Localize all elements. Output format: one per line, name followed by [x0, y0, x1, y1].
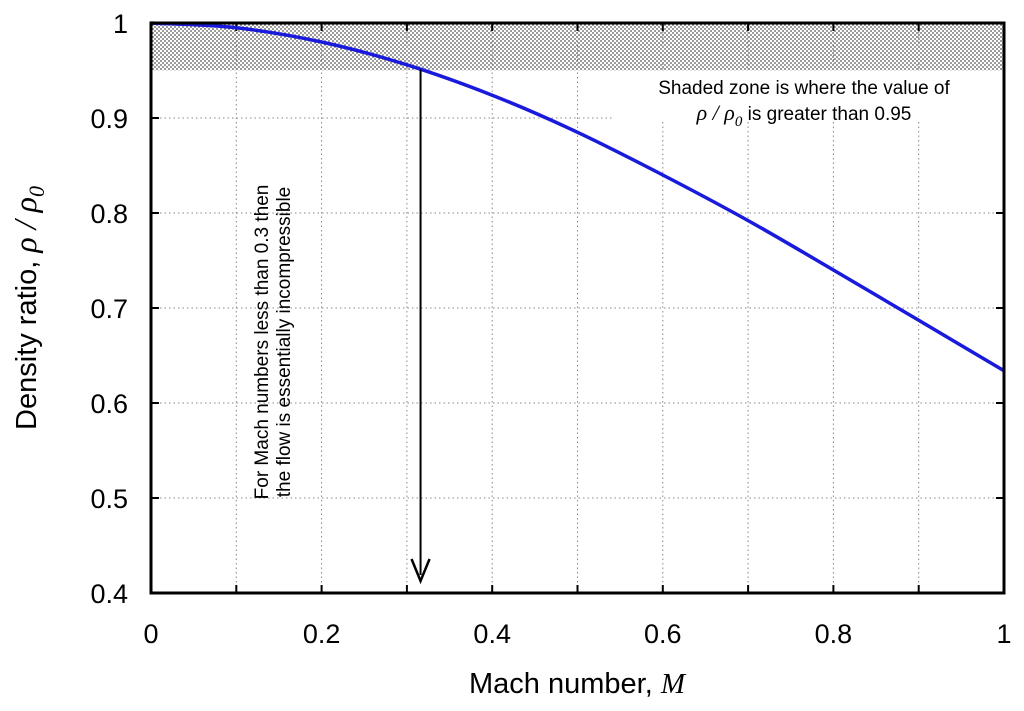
y-tick-label: 0.5: [90, 484, 128, 514]
arrow-note-line2: the flow is essentially incompressible: [274, 187, 295, 497]
shaded-note-line1: Shaded zone is where the value of: [658, 78, 950, 99]
series-lines: [150, 21, 1005, 373]
shaded-note-line2: ρ / ρ0 is greater than 0.95: [696, 100, 912, 130]
x-tick-label: 0.4: [473, 619, 511, 649]
x-tick-label: 0.8: [815, 619, 853, 649]
y-tick-label: 0.4: [90, 579, 128, 609]
y-tick-label: 1: [113, 9, 128, 39]
y-axis-title: Density ratio, ρ / ρ0: [7, 186, 49, 430]
x-tick-label: 0.6: [644, 619, 682, 649]
plot-frame: [149, 21, 1006, 595]
arrow-head: [410, 558, 431, 585]
y-tick-labels: 0.4 0.5 0.6 0.7 0.8 0.9 1: [90, 9, 128, 609]
x-tick-label: 0: [143, 619, 158, 649]
arrow-note-line1: For Mach numbers less than 0.3 then: [252, 185, 273, 500]
x-tick-label: 1: [996, 619, 1011, 649]
x-tick-labels: 0 0.2 0.4 0.6 0.8 1: [143, 619, 1011, 649]
x-tick-label: 0.2: [303, 619, 341, 649]
x-axis-title: Mach number, M: [469, 668, 687, 700]
y-tick-label: 0.6: [90, 389, 128, 419]
y-tick-label: 0.7: [90, 294, 128, 324]
y-tick-label: 0.8: [90, 199, 128, 229]
series-line: [150, 21, 1005, 373]
y-tick-label: 0.9: [90, 104, 128, 134]
shaded-note-background: [612, 72, 1004, 122]
incompressible-arrow: [410, 69, 431, 585]
